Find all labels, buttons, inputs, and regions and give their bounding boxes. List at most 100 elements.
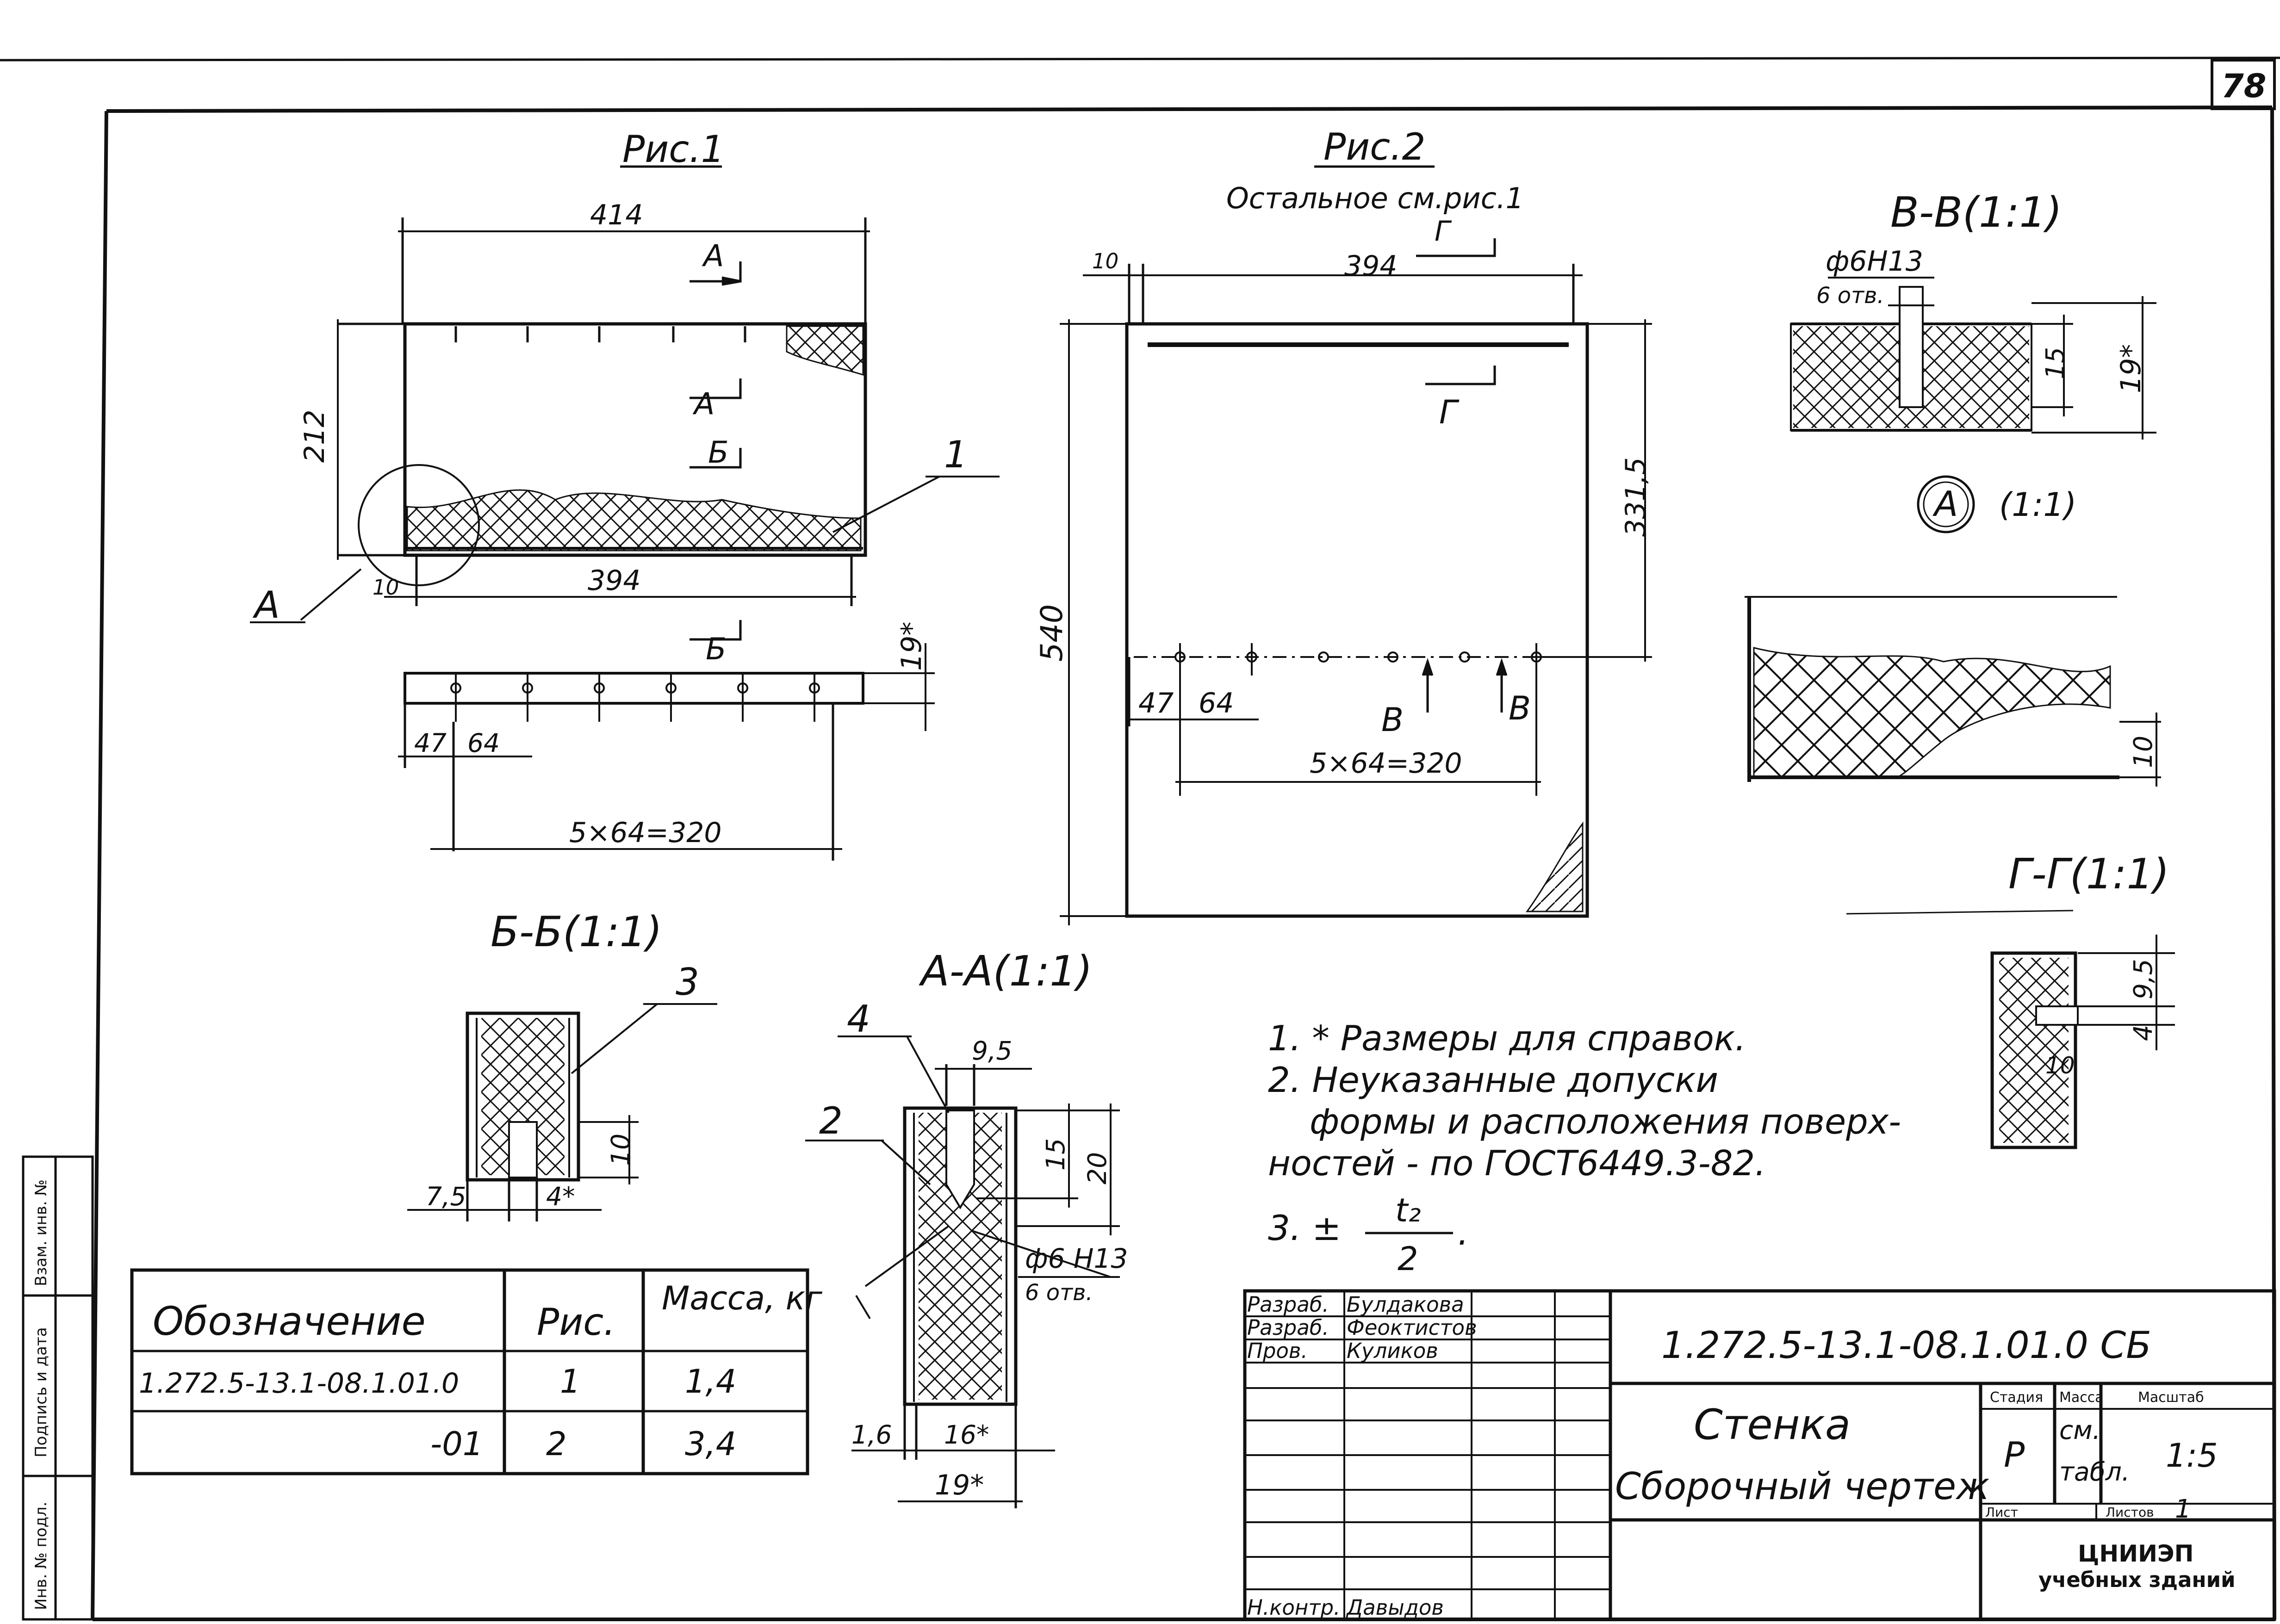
- name-1: Булдакова: [1347, 1292, 1464, 1317]
- page-number: 78: [2221, 67, 2266, 105]
- note-1: 1. * Размеры для справок.: [1268, 1018, 1746, 1059]
- fig1-section-b-mid: Б: [708, 435, 729, 470]
- view-aa-dim-15: 15: [1041, 1138, 1070, 1171]
- view-vv-dim-19: 19*: [2115, 344, 2147, 393]
- stage-label: Стадия: [1990, 1389, 2043, 1406]
- view-bb-callout-3: 3: [676, 961, 699, 1004]
- view-vv-hole: ф6Н13: [1826, 245, 1923, 278]
- fig1-dim-394: 394: [588, 564, 641, 597]
- role-4: Н.контр.: [1247, 1595, 1340, 1620]
- side-stamp: [22, 1155, 94, 1621]
- scale-label: Масштаб: [2138, 1389, 2204, 1406]
- note-2b: формы и расположения поверх-: [1310, 1101, 1901, 1142]
- table-header-mass: Масса, кг: [662, 1279, 823, 1317]
- mass-label: Масса: [2059, 1389, 2104, 1406]
- table-r2-designation: -01: [430, 1425, 483, 1463]
- fig1-dim-pitch: 5×64=320: [569, 817, 722, 849]
- name-2: Феоктистов: [1347, 1315, 1477, 1340]
- fig2-dim-10: 10: [1092, 249, 1118, 273]
- view-aa-callout-4: 4: [847, 998, 870, 1041]
- fig1-dim-47: 47: [414, 728, 447, 758]
- fig2-section-v-left: В: [1381, 701, 1404, 739]
- view-aa-dim-16: 1,6: [851, 1420, 892, 1450]
- fig2-dim-394: 394: [1344, 250, 1398, 282]
- name-4: Давыдов: [1346, 1595, 1444, 1620]
- sheets-value: 1: [2175, 1494, 2191, 1524]
- fig2-dim-331: 331,5: [1620, 457, 1652, 537]
- table-r2-fig: 2: [546, 1425, 567, 1463]
- view-bb-drawing: [407, 1003, 717, 1221]
- view-bb-dim-10: 10: [606, 1134, 635, 1166]
- fig2-dim-47: 47: [1138, 687, 1174, 719]
- view-aa-holes-count: 6 отв.: [1025, 1280, 1093, 1306]
- view-bb-dim-75: 7,5: [426, 1182, 466, 1211]
- fig2-subtitle: Остальное см.рис.1: [1226, 181, 1524, 215]
- view-gg-title: Г-Г(1:1): [2008, 850, 2169, 899]
- table-header-fig: Рис.: [537, 1301, 615, 1344]
- mass-value-2: табл.: [2059, 1457, 2130, 1487]
- fig2-section-g-mid: Г: [1439, 393, 1460, 431]
- side-label-sign: Подпись и дата: [32, 1327, 50, 1457]
- view-aa-drawing: [805, 1035, 1120, 1508]
- fig1-dim-19: 19*: [895, 622, 928, 671]
- fig2-dim-64: 64: [1199, 687, 1234, 719]
- view-gg-drawing: [1846, 910, 2175, 1149]
- sheet-frame: [0, 56, 2280, 1621]
- table-r2-mass: 3,4: [685, 1425, 736, 1463]
- fig1-dim-64: 64: [467, 728, 500, 758]
- mass-value-1: см.: [2059, 1415, 2100, 1445]
- fig1-dim-10: 10: [373, 575, 399, 600]
- view-aa-dim-95: 9,5: [972, 1036, 1012, 1066]
- view-a-dim-10: 10: [2128, 736, 2158, 768]
- view-aa-dim-20: 20: [1082, 1152, 1112, 1184]
- view-aa-dim-19: 19*: [935, 1469, 984, 1501]
- fig1-section-a-mid: А: [692, 387, 714, 421]
- stage-value: Р: [2004, 1434, 2025, 1475]
- table-header-designation: Обозначение: [153, 1299, 426, 1345]
- note-2a: 2. Неуказанные допуски: [1268, 1060, 1718, 1100]
- fig1-section-b-low: Б: [706, 632, 727, 667]
- mass-table: [130, 1268, 809, 1475]
- side-label-inv: Инв. № подл.: [32, 1501, 50, 1610]
- view-aa-dim-16s: 16*: [944, 1420, 989, 1450]
- view-vv-dim-15: 15: [2040, 347, 2070, 379]
- title-block: [1243, 1289, 2276, 1621]
- view-a-mark: А: [1932, 483, 1958, 524]
- view-a-drawing: [1745, 475, 2161, 787]
- title-designation: 1.272.5-13.1-08.1.01.0 СБ: [1661, 1324, 2151, 1367]
- fig1-title: Рис.1: [622, 128, 725, 171]
- note-2c: ностей - по ГОСТ6449.3-82.: [1268, 1143, 1766, 1184]
- view-aa-title: А-А(1:1): [919, 947, 1093, 996]
- role-3: Пров.: [1247, 1339, 1308, 1363]
- view-vv-holes-count: 6 отв.: [1816, 283, 1884, 309]
- role-1: Разраб.: [1247, 1292, 1329, 1317]
- fig2-section-v-right: В: [1509, 689, 1531, 727]
- view-bb-dim-4: 4*: [546, 1182, 575, 1211]
- sheets-label: Листов: [2106, 1505, 2154, 1520]
- title-name-1: Стенка: [1694, 1401, 1851, 1449]
- view-aa-hole: ф6 Н13: [1025, 1243, 1128, 1274]
- fig1-callout-a: А: [252, 583, 280, 626]
- note-3-dot: .: [1458, 1212, 1469, 1253]
- view-gg-dim-10: 10: [2045, 1052, 2075, 1079]
- title-name-2: Сборочный чертеж: [1615, 1465, 1989, 1508]
- org-line-2: учебных зданий: [2038, 1568, 2236, 1592]
- view-gg-dim-95: 9,5: [2128, 959, 2158, 999]
- fig1-dim-212: 212: [298, 409, 331, 463]
- role-2: Разраб.: [1247, 1315, 1329, 1340]
- fig1-section-a-top: А: [702, 239, 724, 273]
- note-3-den: 2: [1398, 1240, 1418, 1278]
- side-label-replace: Взам. инв. №: [32, 1179, 50, 1286]
- name-3: Куликов: [1347, 1339, 1438, 1363]
- table-r1-designation: 1.272.5-13.1-08.1.01.0: [139, 1367, 459, 1400]
- fig2-drawing: [1060, 165, 1652, 925]
- view-aa-callout-2: 2: [819, 1099, 843, 1142]
- fig2-section-g-top: Г: [1435, 215, 1452, 248]
- note-3-num: t₂: [1395, 1191, 1421, 1229]
- scale-value: 1:5: [2166, 1437, 2218, 1475]
- table-header-mass-text: Масса, кг: [662, 1279, 823, 1317]
- table-r1-mass: 1,4: [685, 1363, 736, 1401]
- fig1-dim-414: 414: [590, 199, 643, 231]
- fig2-dim-540: 540: [1035, 604, 1069, 662]
